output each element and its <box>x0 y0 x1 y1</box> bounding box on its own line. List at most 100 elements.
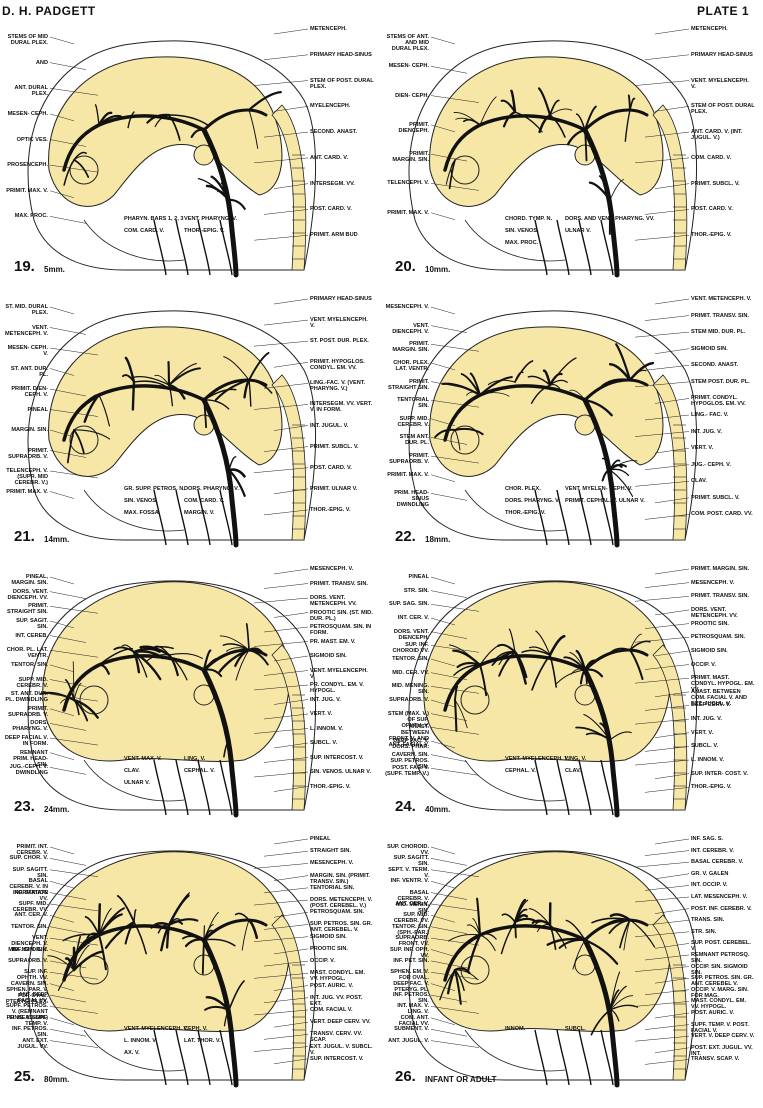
label-right: VERT. V. <box>691 730 755 736</box>
label-left: CHOR. PL. LAT. VENTR. <box>4 647 48 659</box>
label-inner: COM. CARD. V. <box>184 498 224 504</box>
figure-panel-19: STEMS OF MID DURAL PLEX.ANDANT. DURAL PL… <box>4 20 376 282</box>
label-right: POST. EXT. JUGUL. VV. INT. <box>691 1045 755 1057</box>
label-right: ANT. CARD. V. <box>310 155 374 161</box>
label-right: PRIMIT. ULNAR V. <box>310 486 374 492</box>
label-inner: SIN. VENOS. <box>505 228 539 234</box>
label-right: PRIMIT. MARGIN. SIN. <box>691 566 755 572</box>
label-left: MID. MENING. SIN. <box>385 683 429 695</box>
label-right: SIN. VENOS. ULNAR V. <box>310 769 374 775</box>
label-right: INTERSEGM. VV. VERT. V. IN FORM. <box>310 401 374 413</box>
label-right: VERT. V. <box>310 711 374 717</box>
optic-vesicle <box>80 686 108 714</box>
label-right: EXT. JUGUL. V. SUBCL. V. <box>310 1044 374 1056</box>
label-right: SECOND. ANAST. <box>691 362 755 368</box>
label-right: THOR.-EPIG. V. <box>310 507 374 513</box>
label-left: STR. SIN. <box>385 588 429 594</box>
label-inner: CEPH. V. <box>184 1026 207 1032</box>
label-right: OCCIP. V. MARG. SIN. FOR MAG. <box>691 987 755 999</box>
label-right: PRIMIT. TRANSV. SIN. <box>691 593 755 599</box>
label-inner: VENT. MYELENCEPH. V. <box>505 756 569 762</box>
label-left: VENT. METENCEPH. V. <box>4 325 48 337</box>
label-left: PRIMIT. SUPRAORB. V. <box>4 706 48 718</box>
label-right: SIGMOID SIN. <box>691 346 755 352</box>
label-right: TRANS. SIN. <box>691 917 755 923</box>
label-right: SIGMOID SIN. <box>691 648 755 654</box>
label-inner: THOR.-EPIG. V. <box>184 228 225 234</box>
label-right: GR. V. GALEN <box>691 871 755 877</box>
label-right: INF. SAG. S. <box>691 836 755 842</box>
label-right: PETROSQUAM. SIN. IN FORM. <box>310 624 374 636</box>
label-left: PRIMIT. STRAIGHT SIN. <box>385 379 429 391</box>
label-left: COM. ANT. FACIAL VV. <box>385 1015 429 1027</box>
label-right: INT. JUG. V. <box>310 697 374 703</box>
label-left: POST. FAC. V. (SUPF. TEMP. V.) <box>385 765 429 777</box>
label-left: INF. PET. SIN. <box>385 958 429 964</box>
label-left: PROSENCEPH. <box>4 162 48 168</box>
label-inner: VENT. MYELEN- CEPH. V. <box>565 486 633 492</box>
label-left: JUG.-CEPH. V. DWINDLING <box>4 764 48 776</box>
label-inner: PHARYN. BARS 1, 2, 3 <box>124 216 183 222</box>
figure-number: 22. <box>395 528 416 545</box>
label-left: VENT. DIENCEPH. V. <box>385 323 429 335</box>
label-right: OCCIP. V. <box>691 662 755 668</box>
label-left: LING. V. SUPF. TEMP. V. <box>4 1015 48 1027</box>
figure-number: 25. <box>14 1068 35 1085</box>
embryo-size-label: 80mm. <box>44 1075 69 1084</box>
figure-panel-21: ST. MID. DURAL PLEX.VENT. METENCEPH. V.M… <box>4 290 376 552</box>
label-right: VERT. V. <box>691 445 755 451</box>
figure-number: 20. <box>395 258 416 275</box>
label-inner: SIN. VENOS. <box>124 498 158 504</box>
label-right: THOR.-EPIG. V. <box>691 784 755 790</box>
label-right: PROOTIC SIN. <box>310 946 374 952</box>
label-right: PRIMARY HEAD-SINUS <box>310 52 374 58</box>
label-left: DORS. VENT. DIENCEPH. <box>385 629 429 641</box>
label-left: PINEAL <box>385 574 429 580</box>
label-right: INT. JUGUL. V. <box>310 423 374 429</box>
label-left: SUP. SAGITT. SIN. <box>4 867 48 879</box>
figure-number: 24. <box>395 798 416 815</box>
label-left: DEEP FAC. V. DORS. PHAR. <box>385 738 429 750</box>
label-right: POST. AURIC. V. <box>310 983 374 989</box>
label-right: LING.- FAC. V. <box>691 412 755 418</box>
label-right: METENCEPH. <box>691 26 755 32</box>
label-inner: AX. V. <box>124 1050 140 1056</box>
figure-panel-26: SUP. CHOROID. VV.SUP. SAGITT. SIN.SEPT. … <box>385 830 757 1092</box>
label-left: TELENCEPH. V. <box>385 180 429 186</box>
label-left: PINEAL <box>4 407 48 413</box>
label-left: SUP. SAGIT. SIN. <box>4 618 48 630</box>
label-right: STEM POST. DUR. PL. <box>691 379 755 385</box>
label-right: INT. JUG. V. <box>691 716 755 722</box>
label-left: PRIMIT. MAX. V. <box>385 210 429 216</box>
label-left: SUP. SAG. SIN. <box>385 601 429 607</box>
embryo-head-outline <box>28 41 316 270</box>
label-left: PRIMIT. SUPRAORB. V. <box>385 453 429 465</box>
label-right: PR. CONDYL. EM. V. HYPOGL. <box>310 682 374 694</box>
label-right: ANT. CARD. V. (INT. JUGUL. V.) <box>691 129 755 141</box>
label-inner: PRIMIT. CEPHAL. V. ULNAR V. <box>565 498 645 504</box>
label-left: SUP. INF. OPHTH. VV. <box>4 969 48 981</box>
figure-panel-24: PINEALSTR. SIN.SUP. SAG. SIN.INT. CER. V… <box>385 560 757 822</box>
label-left: TELENCEPH. V. (SUPR. MID CEREBR. V.) <box>4 468 48 486</box>
label-right: THOR.-EPIG. V. <box>691 232 755 238</box>
label-left: SUP. MID. CEREBR. VV. <box>385 912 429 924</box>
label-left: PRIMIT. INT. CEREBR. V. <box>4 844 48 856</box>
label-right: POST. AURIC. V. <box>691 1010 755 1016</box>
label-right: PRIMIT. CONDYL. HYPOGLOS. EM. VV. <box>691 395 755 407</box>
label-right: PETROSQUAM. SIN. <box>310 909 374 915</box>
label-right: THOR.-EPIG. V. <box>310 784 374 790</box>
figure-panel-23: PINEAL, MARGIN. SIN.DORS. VENT. DIENCEPH… <box>4 560 376 822</box>
label-left: AND <box>4 60 48 66</box>
label-right: TRANSV. CERV. VV. SCAP. <box>310 1031 374 1043</box>
label-inner: THOR.-EPIG. V. <box>505 510 546 516</box>
label-inner: CHOR. PLEX. <box>505 486 541 492</box>
label-right: L. INNOM. V. <box>691 757 755 763</box>
label-right: OCCIP. V. <box>310 958 374 964</box>
figure-number: 21. <box>14 528 35 545</box>
label-inner: MAX. FOSSA <box>124 510 159 516</box>
label-left: INT. CEREB. <box>4 633 48 639</box>
label-left: OPTIC VES. <box>4 137 48 143</box>
label-right: SIGMOID SIN. <box>310 934 374 940</box>
label-left: SUPP. MID. CEREBR. V. <box>385 416 429 428</box>
label-right: DEEP CERV. V. <box>691 702 755 708</box>
